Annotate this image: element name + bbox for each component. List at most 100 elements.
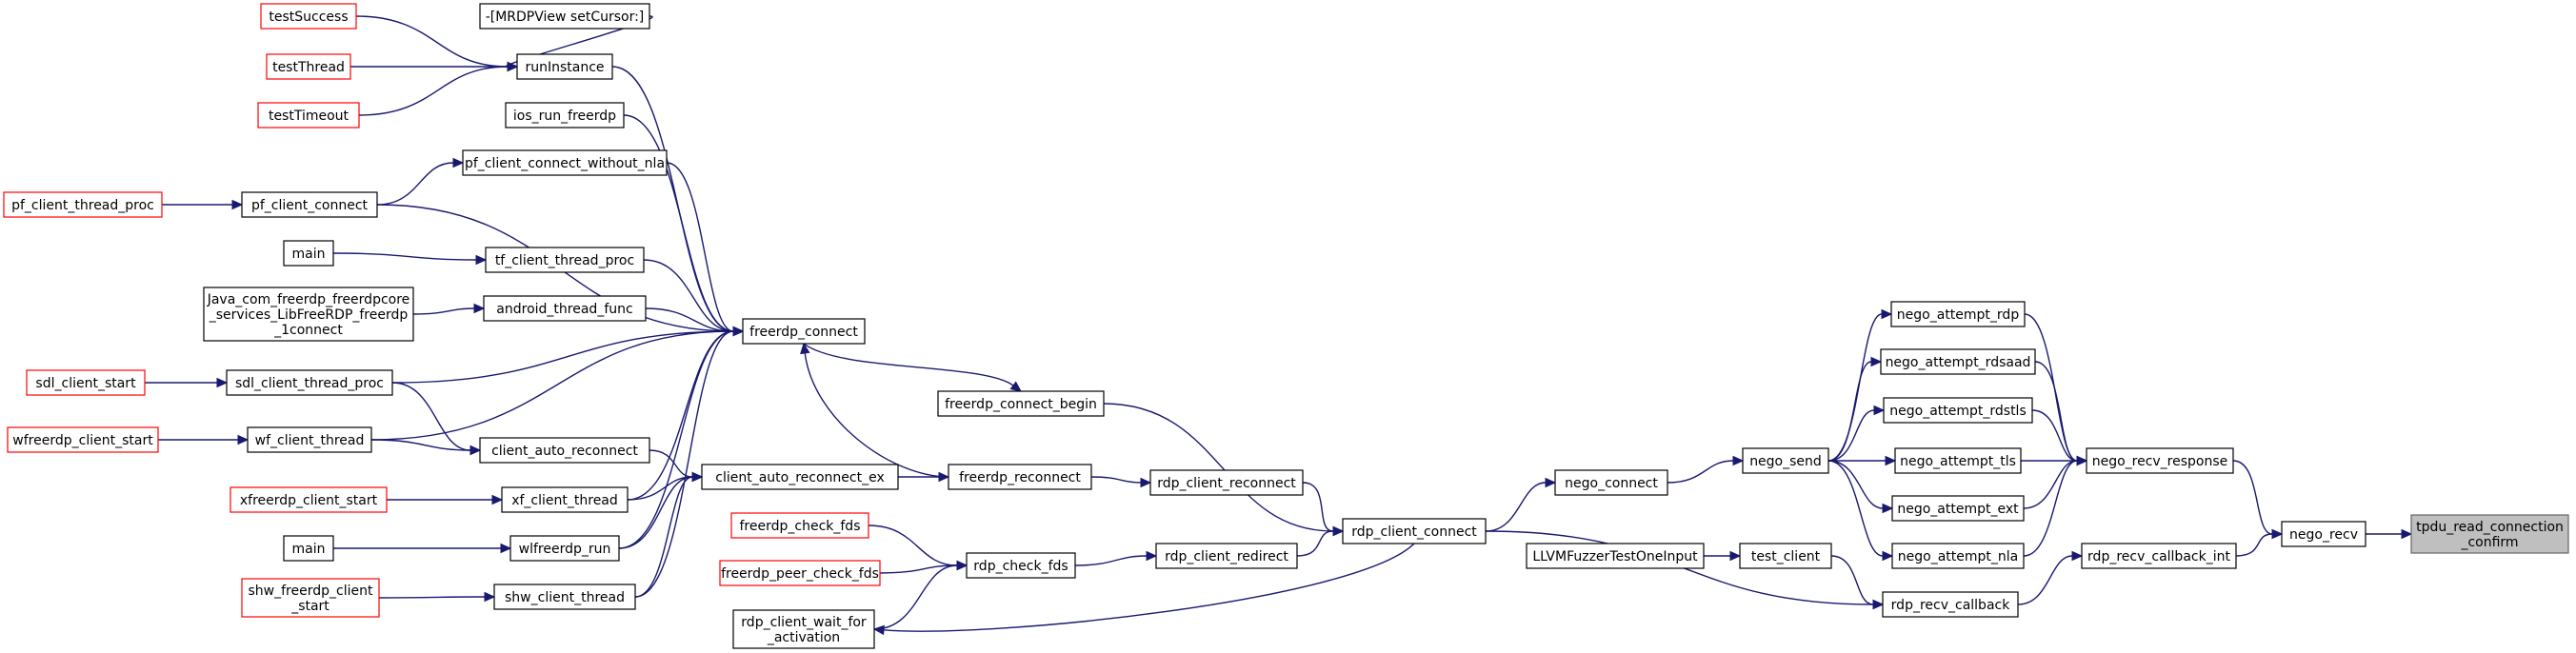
node-freerdp-connect[interactable]: freerdp_connect <box>742 318 866 345</box>
node-nego-attempt-rdp[interactable]: nego_attempt_rdp <box>1890 301 2026 327</box>
node-pf-client-connect[interactable]: pf_client_connect <box>241 191 378 218</box>
node-freerdp-check-fds[interactable]: freerdp_check_fds <box>730 512 869 539</box>
edge-testtimeout-to-runinstance <box>358 66 509 116</box>
edge-nego-send-to-nego-attempt-nla <box>1827 460 1884 557</box>
node-label: _confirm <box>2460 535 2518 550</box>
node-box <box>483 295 647 322</box>
node-rdp-client-wait-for-activation[interactable]: rdp_client_wait_for_activation <box>732 609 875 649</box>
edge-nego-attempt-ext-to-nego-recv-response <box>2023 460 2078 509</box>
node-shw-freerdp-client-start[interactable]: shw_freerdp_client_start <box>241 578 380 618</box>
node-main-tf[interactable]: main <box>283 240 334 267</box>
node-nego-recv-response[interactable]: nego_recv_response <box>2086 447 2234 474</box>
node-box <box>505 102 625 129</box>
edge-shw-freerdp-client-start-to-shw-client-thread <box>378 596 486 599</box>
node-label: client_auto_reconnect <box>491 444 638 459</box>
node-sdl-client-thread-proc[interactable]: sdl_client_thread_proc <box>226 369 393 396</box>
node-xfreerdp-client-start[interactable]: xfreerdp_client_start <box>230 486 388 513</box>
node-label: main <box>292 247 326 262</box>
arrowhead <box>475 254 488 266</box>
node-label: nego_attempt_rdstls <box>1889 404 2027 419</box>
edge-test-client-to-rdp-recv-callback <box>1830 555 1874 605</box>
node-nego-recv[interactable]: nego_recv <box>2281 521 2366 547</box>
node-rdp-recv-callback-int[interactable]: rdp_recv_callback_int <box>2081 543 2237 569</box>
node-tpdu-read-connection-confirm[interactable]: tpdu_read_connection_confirm <box>2410 514 2569 554</box>
node-label: ios_run_freerdp <box>513 109 616 124</box>
node-box <box>2086 447 2234 474</box>
node-label: testSuccess <box>269 10 348 25</box>
edge-java-connect-to-android-thread-func <box>412 307 475 315</box>
node-label: testTimeout <box>269 109 349 124</box>
node-android-thread-func[interactable]: android_thread_func <box>483 295 647 322</box>
arrowhead <box>1146 550 1158 562</box>
arrowhead <box>2071 550 2084 562</box>
node-testsuccess[interactable]: testSuccess <box>260 3 357 30</box>
node-rdp-recv-callback[interactable]: rdp_recv_callback <box>1882 591 2019 618</box>
node-sdl-client-start[interactable]: sdl_client_start <box>26 369 146 396</box>
node-box <box>1890 301 2026 327</box>
node-test-client[interactable]: test_client <box>1739 543 1832 569</box>
node-pf-client-thread-proc[interactable]: pf_client_thread_proc <box>3 191 163 218</box>
node-nego-connect[interactable]: nego_connect <box>1554 469 1668 496</box>
node-label: nego_send <box>1749 454 1822 469</box>
node-box <box>1739 543 1832 569</box>
node-label: tpdu_read_connection <box>2416 520 2564 535</box>
node-ios-run-freerdp[interactable]: ios_run_freerdp <box>505 102 625 129</box>
edge-nego-send-to-nego-attempt-rdstls <box>1827 409 1875 462</box>
node-box <box>1149 469 1304 496</box>
node-rdp-client-connect[interactable]: rdp_client_connect <box>1342 518 1487 544</box>
arrowhead <box>872 624 885 636</box>
node-tf-client-thread-proc[interactable]: tf_client_thread_proc <box>485 247 645 273</box>
node-rdp-client-redirect[interactable]: rdp_client_redirect <box>1155 543 1298 569</box>
node-box <box>732 609 875 649</box>
node-nego-attempt-tls[interactable]: nego_attempt_tls <box>1894 447 2022 474</box>
node-box <box>266 53 351 80</box>
arrowhead <box>1873 405 1886 416</box>
node-testtimeout[interactable]: testTimeout <box>257 102 360 129</box>
node-freerdp-reconnect[interactable]: freerdp_reconnect <box>948 464 1092 490</box>
node-rdp-check-fds[interactable]: rdp_check_fds <box>966 552 1076 579</box>
node-label: rdp_recv_callback <box>1891 598 2011 613</box>
node-label: Java_com_freerdp_freerdpcore <box>207 292 410 307</box>
arrowhead <box>1140 477 1152 488</box>
node-java-connect[interactable]: Java_com_freerdp_freerdpcore_services_Li… <box>203 287 414 342</box>
node-box <box>1883 397 2033 424</box>
node-setcursor[interactable]: -[MRDPView setCursor:] <box>479 3 650 30</box>
node-box <box>1554 469 1668 496</box>
node-box <box>462 149 668 176</box>
node-box <box>1155 543 1298 569</box>
node-nego-attempt-rdsaad[interactable]: nego_attempt_rdsaad <box>1880 348 2036 375</box>
node-label: wf_client_thread <box>255 433 365 448</box>
node-box <box>257 102 360 129</box>
node-pf-client-connect-without-nla[interactable]: pf_client_connect_without_nla <box>462 149 668 176</box>
node-llvmfuzzertestoneinput[interactable]: LLVMFuzzerTestOneInput <box>1526 543 1705 569</box>
node-box <box>260 3 357 30</box>
node-box <box>966 552 1076 579</box>
node-client-auto-reconnect-ex[interactable]: client_auto_reconnect_ex <box>701 464 899 490</box>
node-box <box>485 247 645 273</box>
node-xf-client-thread[interactable]: xf_client_thread <box>501 486 629 513</box>
node-label: shw_freerdp_client <box>249 584 373 599</box>
node-client-auto-reconnect[interactable]: client_auto_reconnect <box>479 437 650 464</box>
node-main-wl[interactable]: main <box>283 535 334 562</box>
node-nego-attempt-ext[interactable]: nego_attempt_ext <box>1891 495 2025 522</box>
node-nego-attempt-nla[interactable]: nego_attempt_nla <box>1891 543 2025 569</box>
arrowhead <box>956 560 968 571</box>
node-wlfreerdp-run[interactable]: wlfreerdp_run <box>509 535 620 562</box>
node-shw-client-thread[interactable]: shw_client_thread <box>493 584 636 610</box>
arrowhead <box>2076 455 2088 466</box>
node-wf-client-thread[interactable]: wf_client_thread <box>247 426 372 453</box>
arrowhead <box>1870 356 1883 367</box>
node-freerdp-peer-check-fds[interactable]: freerdp_peer_check_fds <box>719 560 881 586</box>
node-box <box>241 191 378 218</box>
arrowhead <box>473 303 486 314</box>
edge-freerdp-connect-begin-to-rdp-client-connect <box>1103 403 1334 532</box>
node-nego-attempt-rdstls[interactable]: nego_attempt_rdstls <box>1883 397 2033 424</box>
node-freerdp-connect-begin[interactable]: freerdp_connect_begin <box>937 390 1105 417</box>
node-box <box>26 369 146 396</box>
node-nego-send[interactable]: nego_send <box>1742 447 1829 474</box>
edge-rdp-client-wait-for-activation-to-rdp-check-fds <box>873 564 958 630</box>
node-rdp-client-reconnect[interactable]: rdp_client_reconnect <box>1149 469 1304 496</box>
node-testthread[interactable]: testThread <box>266 53 351 80</box>
node-runinstance[interactable]: runInstance <box>516 53 613 80</box>
node-wfreerdp-client-start[interactable]: wfreerdp_client_start <box>7 426 159 453</box>
